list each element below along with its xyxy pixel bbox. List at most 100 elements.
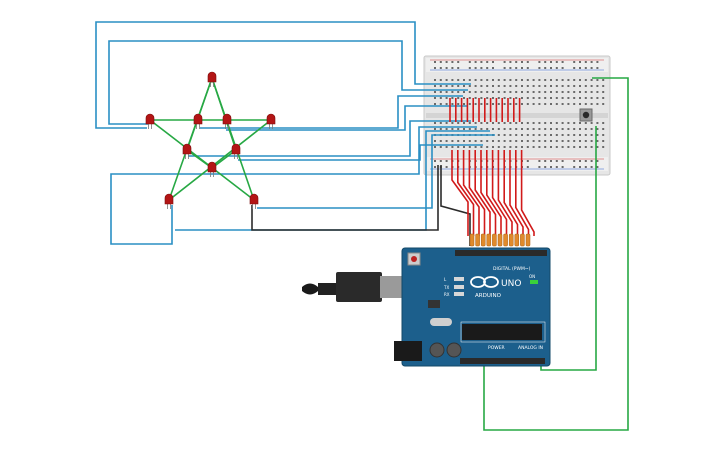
breadboard-hole (596, 140, 599, 142)
led[interactable] (193, 113, 203, 129)
breadboard-hole (590, 103, 593, 105)
breadboard-hole (532, 79, 535, 81)
push-button-cap[interactable] (582, 111, 590, 119)
arduino-board[interactable]: ARDUINO UNO DIGITAL (PWM~) POWER ANALOG … (394, 247, 551, 367)
breadboard-hole (445, 146, 448, 148)
breadboard-hole (555, 103, 558, 105)
resistor (486, 233, 492, 247)
led[interactable] (164, 193, 174, 209)
breadboard-hole (596, 146, 599, 148)
breadboard-hole (457, 146, 460, 148)
breadboard-hole (468, 79, 471, 81)
wire-red (518, 98, 535, 236)
regulator (428, 300, 440, 308)
breadboard-hole (596, 67, 599, 69)
breadboard-hole (439, 91, 442, 93)
breadboard-hole (602, 85, 605, 87)
breadboard-hole (497, 103, 500, 105)
breadboard-hole (457, 140, 460, 142)
breadboard-hole (567, 103, 570, 105)
led[interactable] (182, 143, 192, 159)
breadboard-hole (474, 122, 477, 124)
breadboard-hole (538, 160, 541, 162)
wire-star-outline (147, 75, 274, 203)
breadboard-hole (445, 122, 448, 124)
breadboard-hole (480, 91, 483, 93)
breadboard-hole (521, 122, 523, 124)
led[interactable] (145, 113, 155, 129)
led-body (193, 113, 203, 125)
breadboard-hole (590, 91, 593, 93)
usb-cable[interactable] (302, 272, 404, 302)
breadboard-hole (497, 122, 500, 124)
wire-red (460, 98, 480, 236)
resistor (497, 233, 503, 247)
breadboard-hole (573, 79, 576, 81)
breadboard-hole (596, 61, 599, 63)
breadboard-hole (596, 85, 599, 87)
wire-led-bottom-left (110, 126, 477, 245)
resistor (469, 233, 475, 247)
breadboard-hole (573, 97, 576, 99)
led[interactable] (249, 193, 259, 209)
breadboard-hole (573, 128, 576, 130)
breadboard-hole (445, 61, 448, 63)
breadboard-hole (486, 103, 489, 105)
breadboard-hole (573, 134, 576, 136)
breadboard-hole (486, 140, 489, 142)
breadboard-hole (532, 128, 535, 130)
breadboard-hole (526, 67, 529, 69)
wire-red (501, 98, 519, 236)
wire-led-ground (251, 165, 439, 231)
breadboard-hole (457, 97, 460, 99)
breadboard-hole (492, 140, 494, 142)
wire-led-left-inner (108, 40, 468, 125)
breadboard-hole (509, 91, 512, 93)
led-body (222, 113, 232, 125)
breadboard-hole (550, 122, 552, 124)
led[interactable] (222, 113, 232, 129)
breadboard-hole (532, 122, 535, 124)
breadboard-hole (515, 140, 518, 142)
breadboard-hole (561, 122, 564, 124)
breadboard-hole (492, 122, 494, 124)
breadboard-hole (579, 122, 581, 124)
led[interactable] (266, 113, 276, 129)
breadboard-hole (526, 146, 529, 148)
breadboard-hole (451, 67, 454, 69)
led[interactable] (207, 161, 217, 177)
breadboard-hole (555, 67, 558, 69)
breadboard-hole (486, 79, 489, 81)
breadboard-hole (497, 97, 500, 99)
breadboard-hole (550, 134, 552, 136)
breadboard-hole (480, 146, 483, 148)
breadboard-hole (538, 79, 541, 81)
led[interactable] (231, 143, 241, 159)
breadboard-hole (474, 103, 477, 105)
breadboard-hole (486, 85, 489, 87)
breadboard-hole (532, 91, 535, 93)
breadboard-hole (544, 122, 547, 124)
breadboard-hole (468, 61, 471, 63)
wire-ground-dark (440, 165, 471, 246)
breadboard-hole (439, 97, 442, 99)
led[interactable] (207, 71, 217, 87)
breadboard-hole (555, 61, 558, 63)
breadboard-hole (584, 160, 587, 162)
breadboard-hole (463, 97, 465, 99)
breadboard-hole (439, 128, 442, 130)
breadboard-hole (526, 134, 529, 136)
breadboard-hole (573, 67, 576, 69)
breadboard-hole (503, 61, 506, 63)
breadboard-hole (486, 122, 489, 124)
push-button[interactable] (579, 108, 593, 122)
breadboard-hole (434, 160, 436, 162)
breadboard-hole (457, 128, 460, 130)
breadboard-hole (515, 61, 518, 63)
breadboard-hole (538, 128, 541, 130)
breadboard-hole (497, 134, 500, 136)
breadboard-hole (590, 166, 593, 168)
breadboard-hole (492, 128, 494, 130)
breadboard-hole (439, 160, 442, 162)
wire-red (472, 98, 491, 236)
